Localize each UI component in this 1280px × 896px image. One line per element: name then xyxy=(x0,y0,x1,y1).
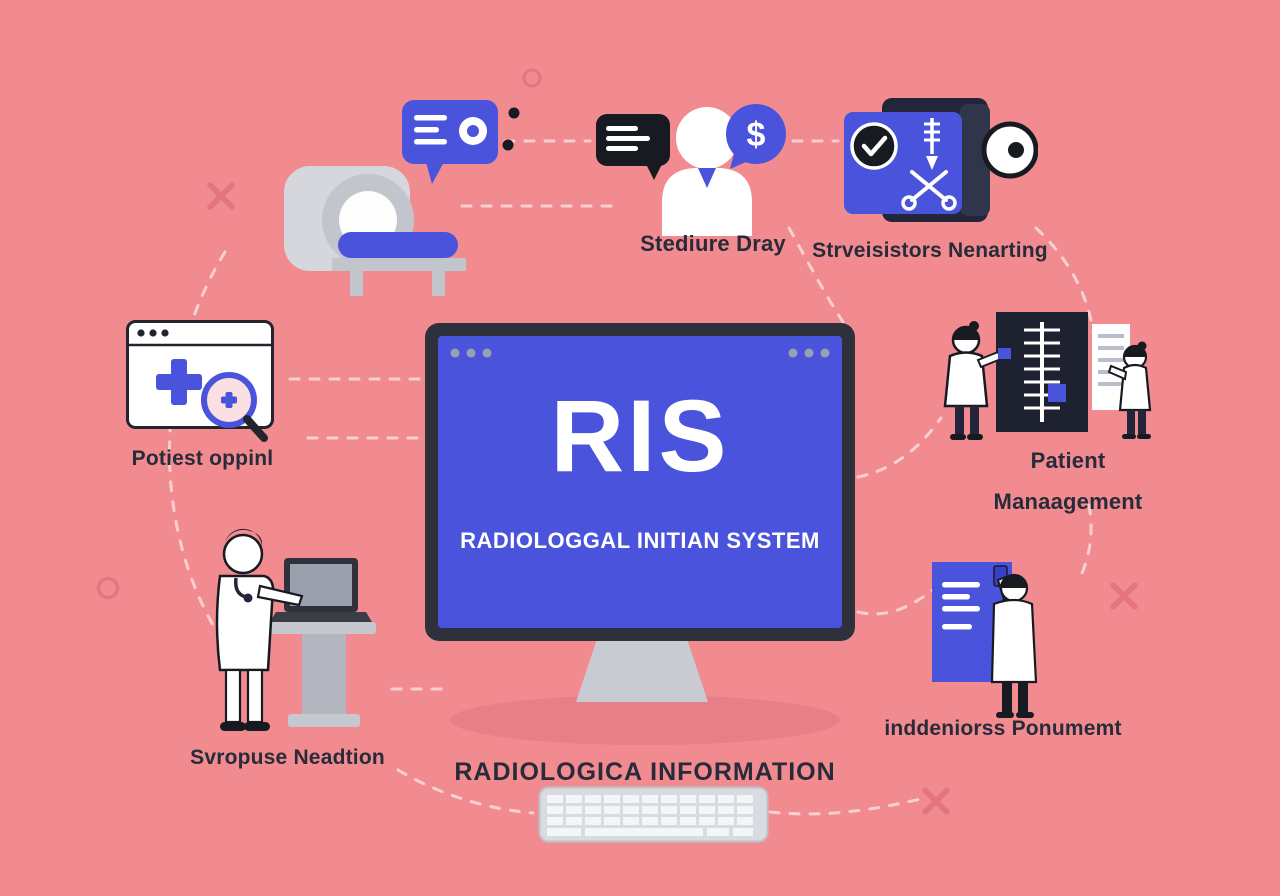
medical-cross-icon xyxy=(156,359,202,405)
ris-title: RIS xyxy=(550,379,730,493)
footer-title: RADIOLOGICA INFORMATION xyxy=(454,758,836,786)
checkmark-icon xyxy=(850,122,898,170)
label-patient-line2: Manaagement xyxy=(993,489,1143,514)
doctor-workstation-illustration xyxy=(215,528,376,731)
chat-bubble-icon xyxy=(402,100,520,184)
connector-left-arc xyxy=(167,250,240,664)
radiologist-billing-illustration: $ xyxy=(596,104,786,236)
technician-figure xyxy=(990,565,1038,718)
mri-scanner-icon xyxy=(284,166,466,296)
dollar-badge-icon xyxy=(726,104,786,164)
connector-doctor-keyboard xyxy=(396,768,535,815)
monitor-icon xyxy=(425,323,855,641)
label-documents: inddeniorss Ponumemt xyxy=(884,717,1122,740)
radiologist-left xyxy=(943,321,1011,440)
board-lines xyxy=(942,582,980,630)
doctor-figure xyxy=(215,528,304,731)
label-patient-line1: Patient xyxy=(1030,448,1106,473)
monitor-stand xyxy=(576,636,708,702)
connector-monitor-xray xyxy=(856,416,943,479)
mri-bed xyxy=(338,232,458,258)
dollar-icon: $ xyxy=(747,116,766,154)
label-scheduling: Svropuse Neadtion xyxy=(190,746,385,769)
screen-dots-left xyxy=(450,348,492,358)
label-reporting: Strveisistors Nenarting xyxy=(812,239,1048,262)
laptop-icon xyxy=(270,558,372,622)
deco-dot xyxy=(502,139,514,151)
report-tablet-illustration xyxy=(844,98,1038,222)
connector-tablet-xray xyxy=(1034,226,1095,334)
person-head xyxy=(676,107,738,169)
zipper-ruler-icon xyxy=(924,118,940,154)
keyboard-keys xyxy=(547,795,753,836)
keyboard-icon xyxy=(538,786,769,843)
connector-keyboard-right xyxy=(768,796,927,816)
order-browser-illustration xyxy=(126,320,274,442)
person-body xyxy=(662,168,752,236)
x-mark-icon xyxy=(207,182,235,210)
connector-right-arc xyxy=(1076,503,1093,584)
scissors-icon xyxy=(901,170,957,211)
x-mark-icon xyxy=(1110,582,1138,610)
x-mark-icon xyxy=(922,787,950,815)
circle-outline-icon xyxy=(96,576,120,600)
screen-dots-right xyxy=(788,348,830,358)
label-order-search: Potiest oppinl xyxy=(131,447,274,470)
standing-desk xyxy=(268,622,376,727)
technician-board-illustration xyxy=(932,562,1038,718)
circle-outline-icon xyxy=(522,68,542,88)
monitor-shadow xyxy=(450,695,840,745)
connector-monitor-board xyxy=(856,586,937,616)
collar xyxy=(698,168,716,188)
deco-dot xyxy=(508,107,520,119)
label-patient-management: Patient Manaagement xyxy=(958,440,1178,522)
ris-subtitle: RADIOLOGGAL INITIAN SYSTEM xyxy=(460,528,820,553)
radiologist-right xyxy=(1107,341,1152,439)
label-procedure: Stediure Dray xyxy=(640,231,786,256)
xray-review-illustration xyxy=(943,312,1152,440)
browser-dots xyxy=(137,329,169,337)
